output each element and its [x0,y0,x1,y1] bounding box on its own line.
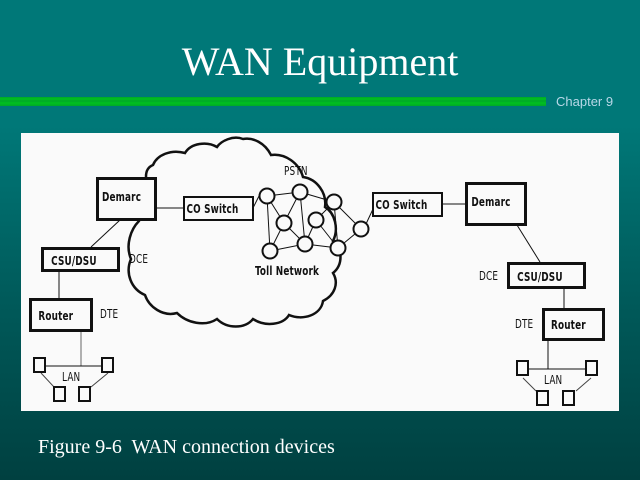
right-co-switch-label: CO Switch [375,198,428,212]
link-left-demarc-csudsu [90,219,121,248]
toll-node-A [258,187,276,205]
left-dce-label: DCE [129,252,149,266]
right-csu-dsu-label: CSU/DSU [517,270,563,284]
right-lan-diag1 [522,377,537,392]
link-coswitch-left-toll [252,195,260,209]
toll-node-B [291,183,309,201]
left-csu-dsu-label: CSU/DSU [51,254,97,268]
left-dte-label: DTE [100,307,119,321]
right-demarc-label: Demarc [471,195,511,209]
right-router-box: Router [542,308,605,341]
link-right-demarc-csudsu [516,224,541,263]
left-demarc-label: Demarc [101,190,142,204]
right-lan-pc-4 [562,390,575,406]
toll-link-A-G [266,195,271,252]
left-router-box: Router [29,298,93,332]
toll-link-B-H [299,191,306,245]
diagram-lines [40,136,592,392]
left-lan-label: LAN [62,370,81,384]
figure-caption: Figure 9-6 WAN connection devices [38,436,335,458]
pstn-label: PSTN [284,164,308,178]
title-rule [0,97,546,106]
right-lan-diag2 [575,377,592,392]
right-csu-dsu-box: CSU/DSU [507,262,586,289]
left-demarc-box: Demarc [96,177,157,221]
diagram-panel: Demarc CO Switch CSU/DSU DCE Router DTE … [21,133,619,411]
toll-nodes [258,183,370,260]
left-co-switch-label: CO Switch [186,202,239,216]
toll-node-H [296,235,314,253]
slide-title: WAN Equipment [181,39,459,84]
toll-node-G [261,242,279,260]
right-dce-label: DCE [479,269,499,283]
left-lan-diag2 [90,372,109,388]
left-lan-pc-2 [101,357,114,373]
right-demarc-box: Demarc [465,182,527,226]
right-lan-label: LAN [544,373,563,387]
left-lan-pc-3 [53,386,66,402]
right-lan-pc-1 [516,360,529,376]
pstn-cloud [127,136,342,328]
chapter-label: Chapter 9 [556,94,614,109]
toll-node-E [307,211,325,229]
right-lan-pc-3 [536,390,549,406]
toll-node-F [352,220,370,238]
link-toll-coswitch-right [365,208,374,225]
right-co-switch-box: CO Switch [372,192,443,217]
left-co-switch-box: CO Switch [183,196,254,221]
toll-node-I [329,239,347,257]
left-csu-dsu-box: CSU/DSU [41,247,120,272]
right-dte-label: DTE [515,317,534,331]
toll-node-D [275,214,293,232]
right-router-label: Router [550,318,586,332]
left-router-label: Router [38,309,74,323]
left-lan-pc-4 [78,386,91,402]
toll-node-C [325,193,343,211]
left-lan-diag1 [40,372,55,388]
toll-network-label: Toll Network [255,264,320,278]
left-lan-pc-1 [33,357,46,373]
right-lan-pc-2 [585,360,598,376]
